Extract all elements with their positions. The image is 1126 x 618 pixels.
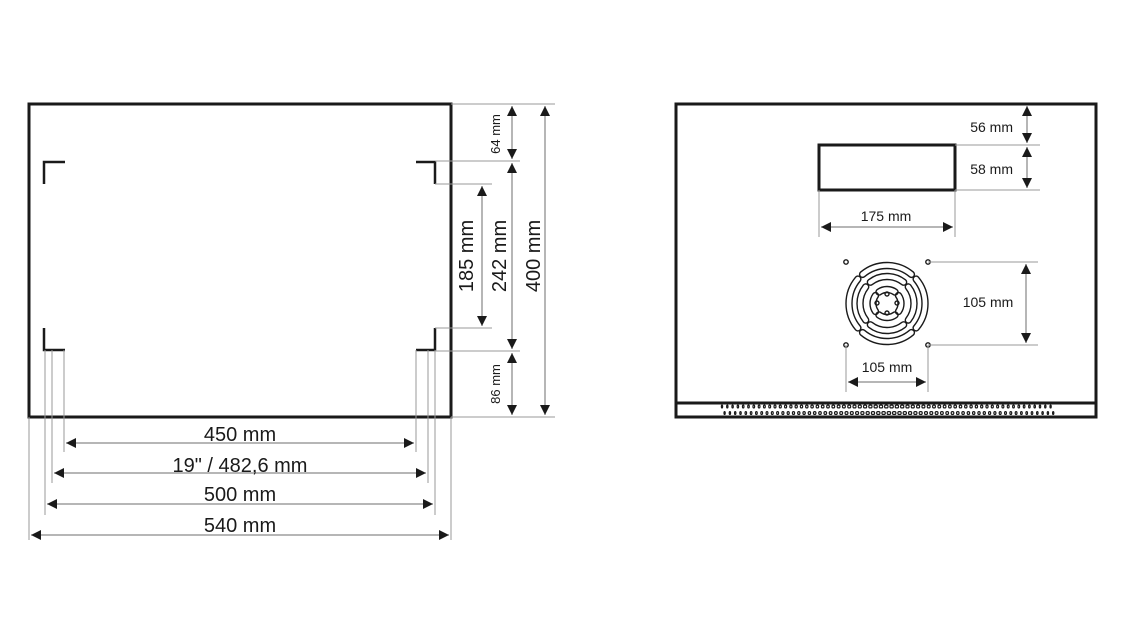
dim-185mm: 185 mm — [456, 220, 478, 292]
dim-482mm: 19" / 482,6 mm — [173, 455, 308, 477]
rail-bracket-top-left — [42, 160, 65, 184]
rail-bracket-bottom-left — [42, 328, 65, 352]
side-cabinet-outline — [674, 102, 1098, 419]
dim-540mm: 540 mm — [204, 515, 276, 537]
dim-450mm: 450 mm — [204, 424, 276, 446]
rail-bracket-top-right — [416, 160, 437, 184]
rail-bracket-bottom-right — [416, 328, 437, 352]
cable-entry-slot — [817, 143, 957, 192]
fan-grille-icon — [843, 259, 931, 348]
dim-58mm: 58 mm — [970, 161, 1013, 177]
dim-fan-vertical-105mm: 105 mm — [963, 294, 1014, 310]
dim-242mm: 242 mm — [489, 220, 511, 292]
dim-86mm: 86 mm — [488, 364, 503, 404]
dim-fan-horizontal-105mm: 105 mm — [862, 359, 913, 375]
dim-400mm: 400 mm — [523, 220, 545, 292]
dim-175mm: 175 mm — [861, 208, 912, 224]
side-view: 56 mm 58 mm 175 mm 105 mm 105 mm — [674, 102, 1098, 419]
front-cabinet-outline — [27, 102, 453, 419]
vent-perforation-icon — [720, 404, 1055, 416]
front-view: 64 mm 185 mm 242 mm 400 mm 86 mm 450 mm … — [27, 102, 555, 540]
dim-64mm: 64 mm — [488, 114, 503, 154]
dim-500mm: 500 mm — [204, 484, 276, 506]
dim-56mm: 56 mm — [970, 119, 1013, 135]
